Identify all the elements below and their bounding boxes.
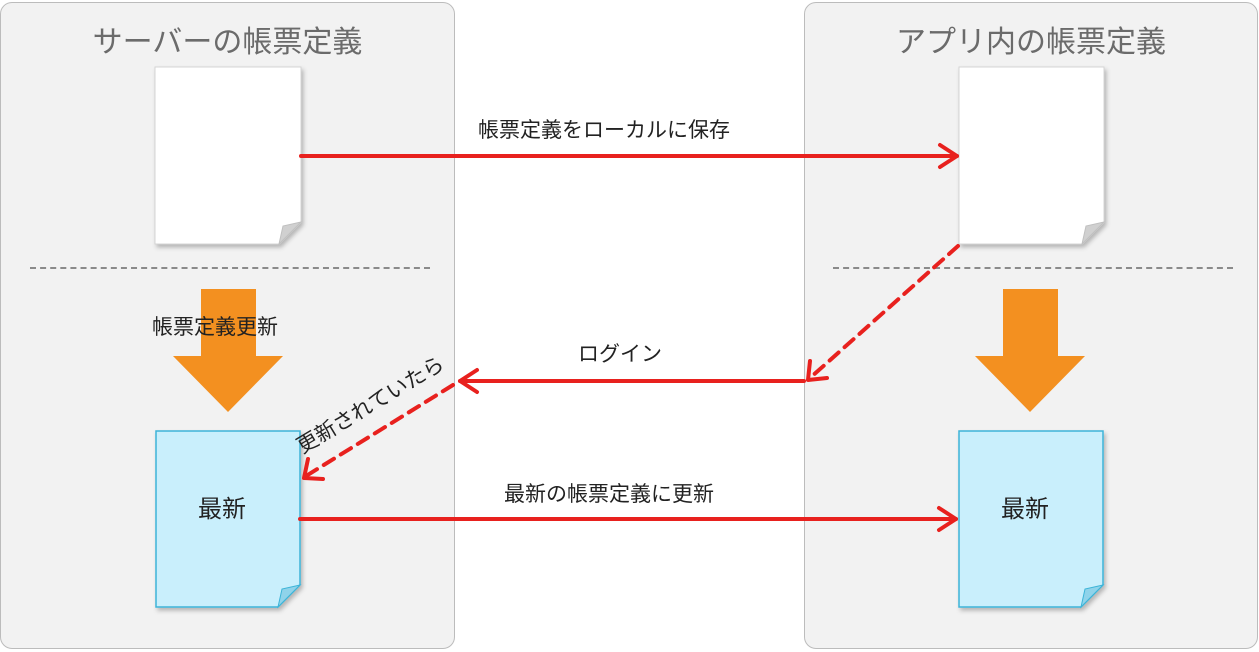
app-separator [833, 267, 1233, 269]
server-document [154, 66, 303, 246]
app-latest-document [958, 430, 1105, 609]
server-latest-label: 最新 [198, 495, 246, 523]
app-latest-label: 最新 [1001, 495, 1049, 523]
update-latest-label: 最新の帳票定義に更新 [504, 482, 714, 506]
app-to-login-dashed-arrow [806, 244, 960, 382]
login-arrow [458, 368, 806, 394]
save-local-label: 帳票定義をローカルに保存 [478, 118, 730, 142]
server-update-label: 帳票定義更新 [152, 315, 278, 339]
server-panel-title: サーバーの帳票定義 [92, 25, 363, 60]
app-panel-title: アプリ内の帳票定義 [896, 25, 1166, 60]
server-update-orange-arrow [173, 289, 283, 412]
server-separator [30, 267, 430, 269]
update-latest-arrow [298, 506, 958, 532]
app-document [958, 66, 1106, 246]
if-updated-dashed-arrow [302, 383, 455, 481]
save-local-arrow [299, 143, 959, 169]
login-label: ログイン [578, 342, 662, 366]
server-latest-document [155, 430, 302, 609]
app-update-orange-arrow [975, 289, 1085, 412]
